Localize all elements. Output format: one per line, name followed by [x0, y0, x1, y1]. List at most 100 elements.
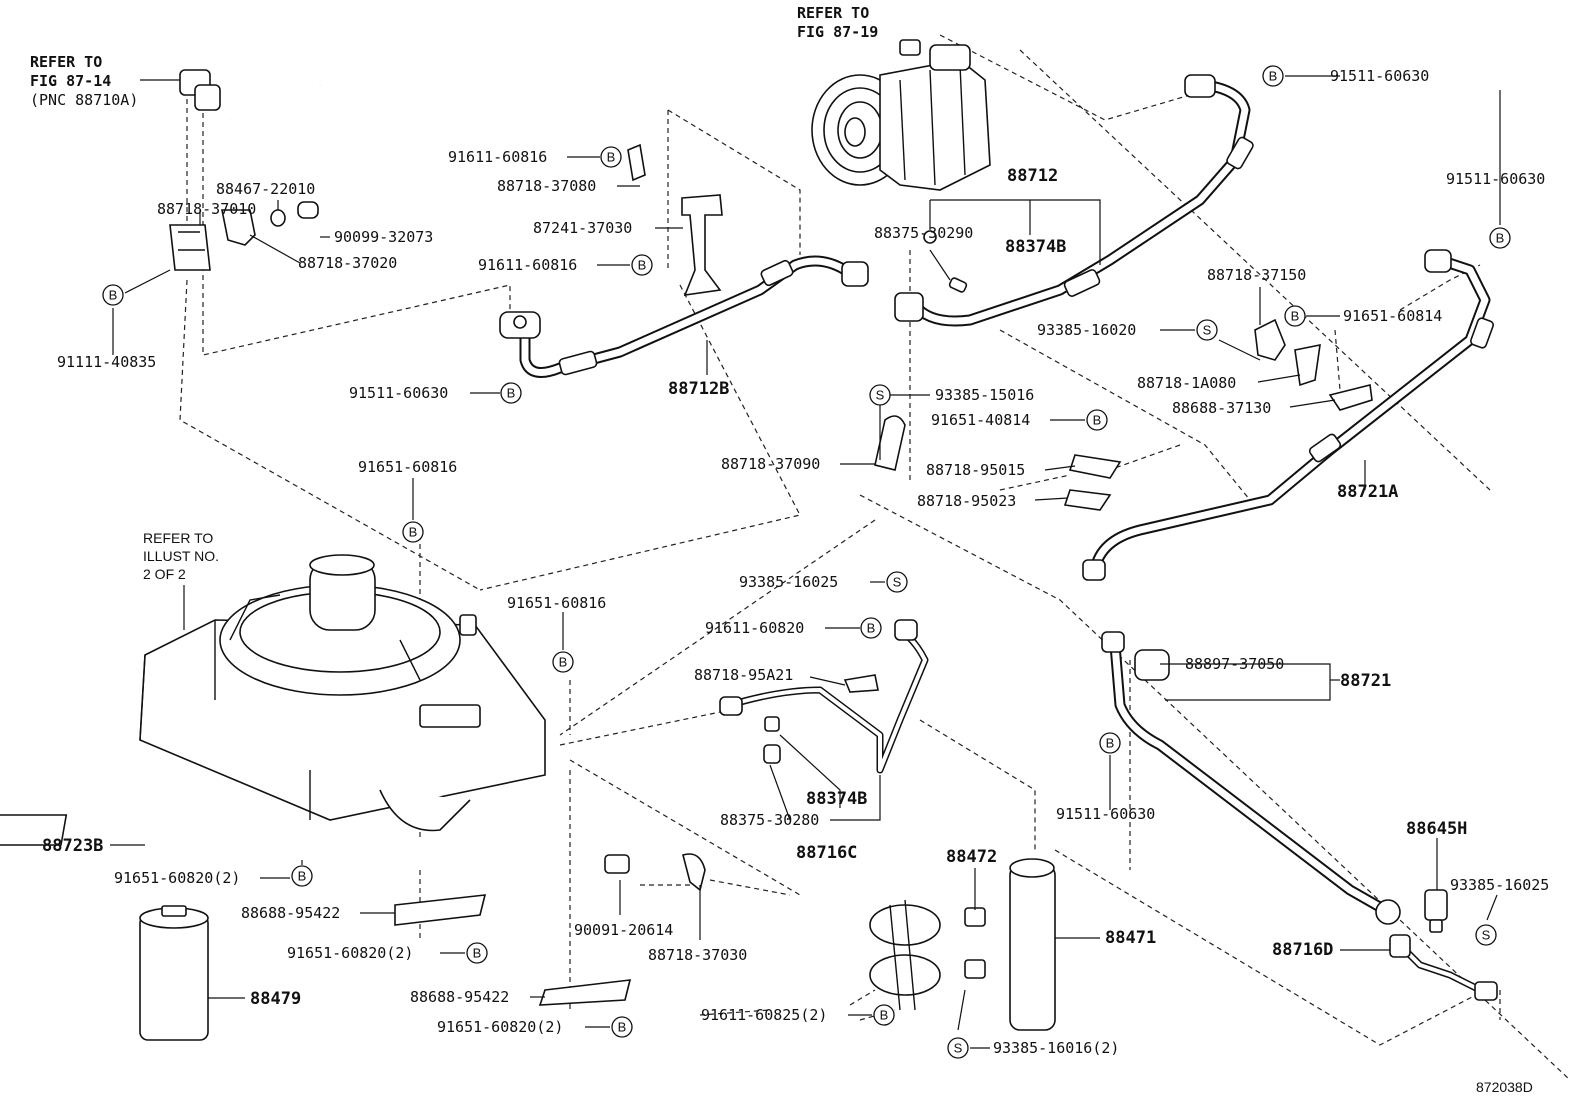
bolt-callout: B	[291, 865, 313, 887]
screw-callout: S	[1196, 319, 1218, 341]
bracket-88688-37130	[1328, 384, 1373, 411]
part-label: 88688-95422	[410, 988, 509, 1006]
part-label: 88716D	[1272, 940, 1333, 960]
part-label: 88471	[1105, 928, 1156, 948]
compressor	[811, 39, 991, 191]
clip-88718-37010	[169, 224, 211, 271]
svg-text:B: B	[618, 1020, 627, 1035]
valve-88374B-lower	[764, 716, 780, 732]
svg-text:B: B	[559, 655, 568, 670]
holder-88472	[869, 899, 986, 1011]
pipe-88716D	[1389, 934, 1498, 1001]
part-label: 87241-37030	[533, 219, 632, 237]
part-label: 88374B	[1005, 237, 1066, 257]
ref-illust-line2: ILLUST NO.	[143, 548, 219, 564]
part-label: 91111-40835	[57, 353, 156, 371]
part-label: 91511-60630	[1056, 805, 1155, 823]
part-label: 93385-16016(2)	[993, 1039, 1119, 1057]
part-label: 88375-30280	[720, 811, 819, 829]
part-label: 90091-20614	[574, 921, 673, 939]
cushion-88897-37050	[1134, 649, 1170, 681]
bolt-callout: B	[860, 617, 882, 639]
bolt-callout: B	[1086, 409, 1108, 431]
part-label: 93385-16025	[1450, 876, 1549, 894]
part-label: 88712B	[668, 379, 729, 399]
svg-text:S: S	[1203, 323, 1212, 338]
bolt-callout: B	[1262, 65, 1284, 87]
part-label: 88374B	[806, 789, 867, 809]
hose-88721A	[1082, 249, 1494, 581]
bolt-callout: B	[1489, 227, 1511, 249]
svg-text:B: B	[298, 869, 307, 884]
svg-text:B: B	[109, 288, 118, 303]
part-label: 88718-95023	[917, 492, 1016, 510]
part-label: 88712	[1007, 166, 1058, 186]
svg-text:B: B	[473, 946, 482, 961]
valve-88374B	[948, 277, 968, 293]
bolt-callout: B	[466, 942, 488, 964]
ref-fig-87-19-line2: FIG 87-19	[797, 23, 878, 41]
part-label: 88718-37090	[721, 455, 820, 473]
part-label: 88897-37050	[1185, 655, 1284, 673]
screw-callout: S	[947, 1037, 969, 1059]
bolt-callout: B	[873, 1004, 895, 1026]
part-label: 93385-16020	[1037, 321, 1136, 339]
bracket-87241-37030	[681, 194, 723, 296]
part-label: 88479	[250, 989, 301, 1009]
parts-artwork	[0, 39, 1498, 1041]
bolt-callout: B	[102, 284, 124, 306]
condenser-assembly	[139, 554, 546, 832]
part-label: 88645H	[1406, 819, 1467, 839]
part-label: 91651-60816	[358, 458, 457, 476]
part-label: 93385-15016	[935, 386, 1034, 404]
svg-text:S: S	[1482, 928, 1491, 943]
part-label: 91611-60825(2)	[701, 1006, 827, 1024]
svg-text:B: B	[1106, 736, 1115, 751]
svg-text:S: S	[876, 388, 885, 403]
svg-text:B: B	[607, 150, 616, 165]
part-label: 88688-95422	[241, 904, 340, 922]
screw-callout: S	[1475, 924, 1497, 946]
svg-text:S: S	[954, 1041, 963, 1056]
svg-text:B: B	[1269, 69, 1278, 84]
plug-90099-32073	[297, 201, 319, 219]
part-label: 88718-37010	[157, 200, 256, 218]
part-label: 91651-60816	[507, 594, 606, 612]
part-label: 93385-16025	[739, 573, 838, 591]
screw-callout: S	[869, 384, 891, 406]
callout-circles: B B B B B B B S S B B S B B B B B B B S …	[102, 65, 1511, 1059]
screw-callout: S	[886, 571, 908, 593]
leader-lines	[110, 75, 1501, 1049]
pipe-88716C	[719, 619, 929, 774]
part-label: 91651-60820(2)	[114, 869, 240, 887]
bracket-88688-95422-b	[538, 979, 632, 1006]
ref-fig-87-14-line2: FIG 87-14	[30, 72, 111, 90]
part-label: 91511-60630	[349, 384, 448, 402]
svg-text:B: B	[638, 258, 647, 273]
bolt-callout: B	[500, 382, 522, 404]
svg-text:B: B	[1093, 413, 1102, 428]
cap-88375-30290	[923, 230, 937, 244]
part-label: 88718-37080	[497, 177, 596, 195]
ref-illust-line1: REFER TO	[143, 530, 213, 546]
part-label: 91511-60630	[1446, 170, 1545, 188]
part-label: 88375-30290	[874, 224, 973, 242]
clip-88718-37150	[1254, 318, 1286, 361]
cap-88375-30280	[763, 744, 781, 764]
clamp-88718-37090	[874, 415, 906, 471]
clamp-88718-95023	[1063, 489, 1112, 511]
diagram-id: 872038D	[1476, 1079, 1533, 1095]
part-label: 88721	[1340, 671, 1391, 691]
bolt-callout: B	[611, 1016, 633, 1038]
clip-88718-37020	[221, 209, 256, 246]
clip-88718-37030	[682, 853, 706, 892]
svg-text:B: B	[409, 525, 418, 540]
part-label: 88718-37150	[1207, 266, 1306, 284]
ref-fig-87-19-line1: REFER TO	[797, 4, 869, 22]
clamp-88718-95A21	[843, 674, 879, 693]
svg-text:S: S	[893, 575, 902, 590]
tank-88471	[1009, 858, 1056, 1031]
part-label: 88472	[946, 847, 997, 867]
part-label: 88718-37030	[648, 946, 747, 964]
